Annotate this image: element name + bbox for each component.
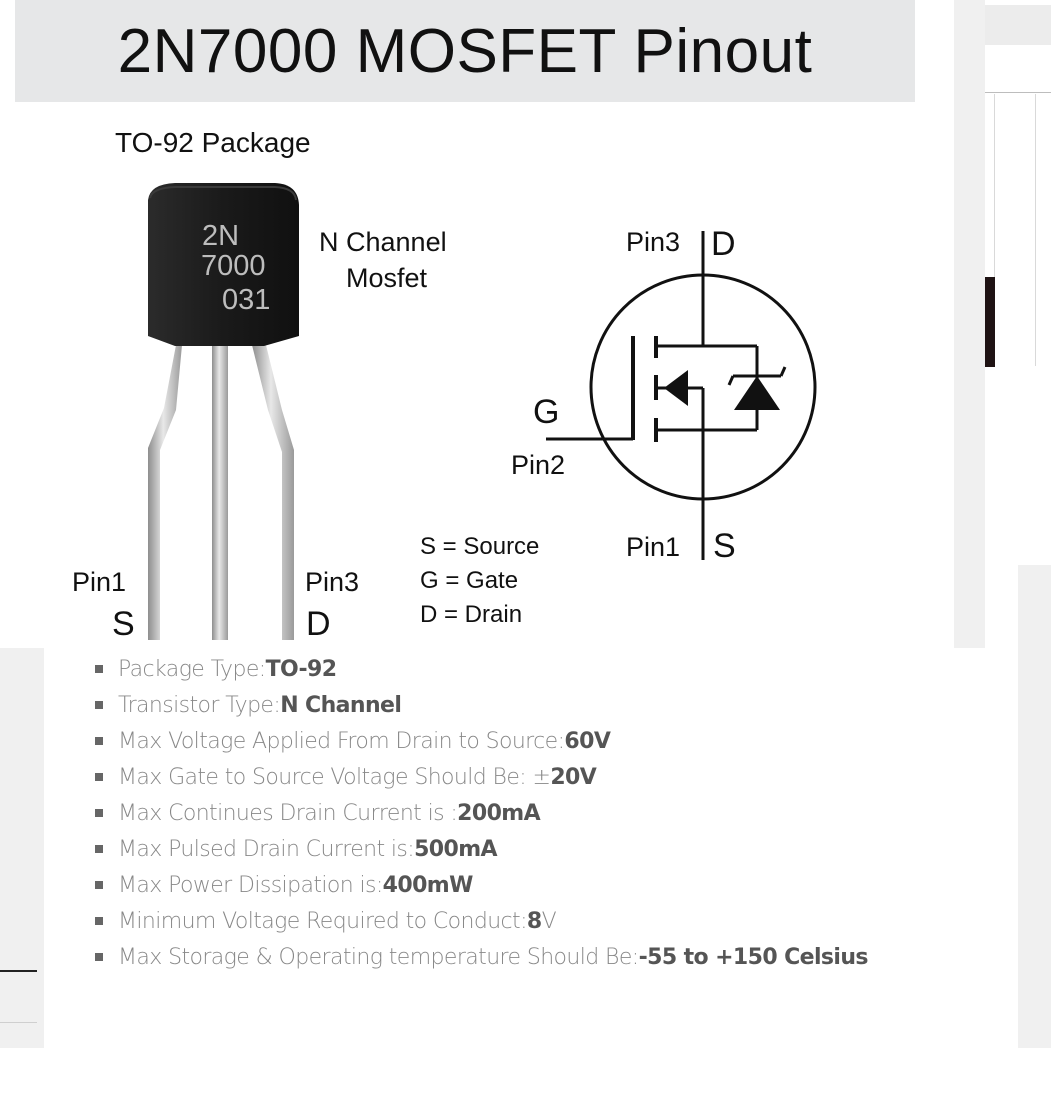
chip-marking-line3: 031 [222,284,271,316]
right-divider-line [985,92,1051,93]
symbol-source-letter: S [713,527,736,565]
transistor-body [148,183,299,346]
package-drain-letter: D [306,605,331,643]
chip-marking-line2: 7000 [201,250,266,282]
right-sidebar-strip [954,0,985,648]
symbol-drain-letter: D [711,225,736,263]
bullet-icon [95,665,103,673]
package-pin3-label: Pin3 [305,567,360,597]
list-item: Max Voltage Applied From Drain to Source… [95,723,868,759]
symbol-pin2-label: Pin2 [511,450,566,480]
figure-title: 2N7000 MOSFET Pinout [117,16,813,86]
list-item: Package Type: TO-92 [95,651,868,687]
bullet-icon [95,845,103,853]
list-item: Max Pulsed Drain Current is: 500mA [95,831,868,867]
package-label: TO-92 Package [115,127,311,158]
symbol-pin3-label: Pin3 [626,227,681,257]
left-divider-line [0,1022,37,1023]
right-side-box [994,94,1036,366]
bullet-icon [95,809,103,817]
package-source-letter: S [112,605,135,643]
transistor-illustration [148,183,299,640]
symbol-pin1-label: Pin1 [626,532,681,562]
mosfet-symbol [546,231,817,560]
channel-label-line1: N Channel [319,227,447,257]
legend-source: S = Source [420,533,540,560]
right-side-panel [1018,565,1051,1048]
channel-label-line2: Mosfet [346,263,428,293]
symbol-gate-letter: G [533,393,560,431]
spec-list: Package Type: TO-92 Transistor Type: N C… [95,651,868,975]
list-item: Transistor Type: N Channel [95,687,868,723]
bullet-icon [95,701,103,709]
right-scroll-thumb[interactable] [985,277,995,367]
package-pin1-label: Pin1 [72,567,127,597]
legend-gate: G = Gate [420,567,519,594]
bullet-icon [95,881,103,889]
bullet-icon [95,773,103,781]
list-item: Max Continues Drain Current is : 200mA [95,795,868,831]
list-item: Max Gate to Source Voltage Should Be: ±2… [95,759,868,795]
left-side-panel [0,648,44,1048]
list-item: Max Power Dissipation is: 400mW [95,867,868,903]
legend-drain: D = Drain [420,601,523,628]
bullet-icon [95,737,103,745]
list-item: Max Storage & Operating temperature Shou… [95,939,868,975]
title-band: 2N7000 MOSFET Pinout [15,0,915,102]
right-top-bar [985,5,1051,45]
transistor-leads [148,345,294,640]
body-diode [734,376,780,410]
chip-marking-line1: 2N [202,220,240,252]
channel-arrow [664,370,688,406]
pinout-figure: 2N7000 MOSFET Pinout TO-92 Package 2N 70… [15,0,915,643]
bullet-icon [95,953,103,961]
bullet-icon [95,917,103,925]
left-underline [0,970,37,972]
